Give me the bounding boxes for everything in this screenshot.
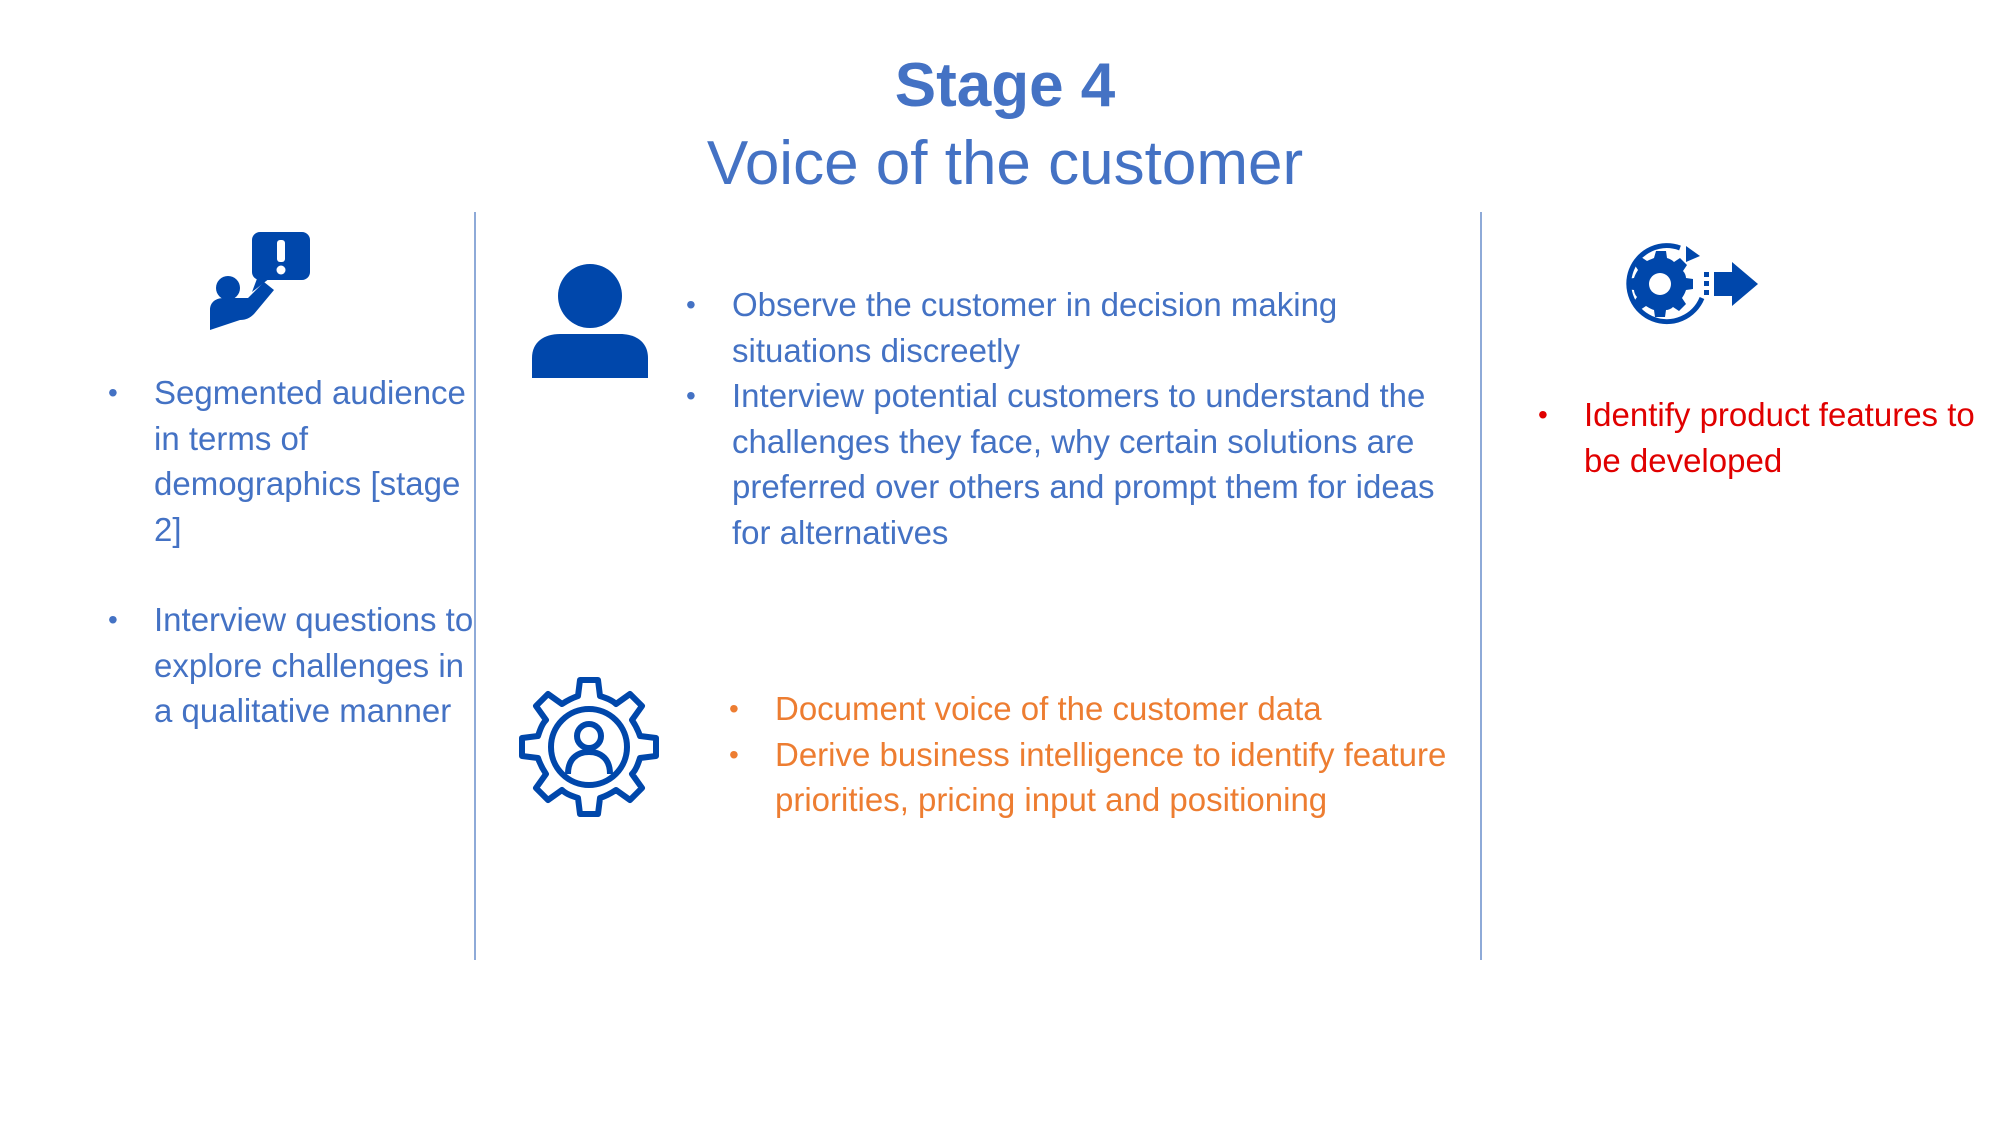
bullet-text: Segmented audience in terms of demograph… bbox=[154, 374, 466, 548]
bullet-text: Interview questions to explore challenge… bbox=[154, 601, 474, 729]
middle-top-bullet-list: • Observe the customer in decision makin… bbox=[684, 282, 1444, 555]
column-divider-right bbox=[1480, 212, 1482, 960]
gear-with-user-icon bbox=[518, 676, 660, 818]
bullet-text: Derive business intelligence to identify… bbox=[775, 735, 1447, 819]
stage-subtitle: Voice of the customer bbox=[706, 129, 1304, 198]
right-bullet-list: • Identify product features to be develo… bbox=[1536, 392, 1996, 483]
bullet-dot: • bbox=[686, 289, 696, 320]
bullet-dot: • bbox=[108, 377, 118, 408]
person-with-exclamation-speech-bubble-icon bbox=[208, 230, 312, 334]
bullet-dot: • bbox=[1538, 399, 1548, 430]
bullet-dot: • bbox=[686, 380, 696, 411]
left-bullet-list: • Segmented audience in terms of demogra… bbox=[106, 370, 476, 734]
list-item: • Interview questions to explore challen… bbox=[106, 597, 476, 734]
bullet-dot: • bbox=[108, 604, 118, 635]
column-divider-left bbox=[474, 212, 476, 960]
list-item: • Document voice of the customer data bbox=[727, 686, 1447, 732]
list-item: • Observe the customer in decision makin… bbox=[684, 282, 1444, 373]
slide-title: Stage 4 Voice of the customer bbox=[0, 48, 2000, 204]
bullet-dot: • bbox=[729, 738, 739, 770]
middle-bottom-bullet-list: • Document voice of the customer data • … bbox=[727, 686, 1447, 823]
bullet-text: Identify product features to be develope… bbox=[1584, 396, 1975, 479]
bullet-dot: • bbox=[729, 693, 739, 724]
gear-arrow-process-icon bbox=[1618, 236, 1766, 332]
stage-heading: Stage 4 bbox=[894, 51, 1116, 120]
list-item: • Segmented audience in terms of demogra… bbox=[106, 370, 476, 552]
list-item: • Identify product features to be develo… bbox=[1536, 392, 1996, 483]
list-item: • Derive business intelligence to identi… bbox=[727, 732, 1447, 823]
user-icon bbox=[532, 264, 648, 378]
bullet-text: Interview potential customers to underst… bbox=[732, 377, 1435, 551]
list-item: • Interview potential customers to under… bbox=[684, 373, 1444, 555]
bullet-text: Document voice of the customer data bbox=[775, 690, 1322, 727]
bullet-text: Observe the customer in decision making … bbox=[732, 286, 1338, 369]
